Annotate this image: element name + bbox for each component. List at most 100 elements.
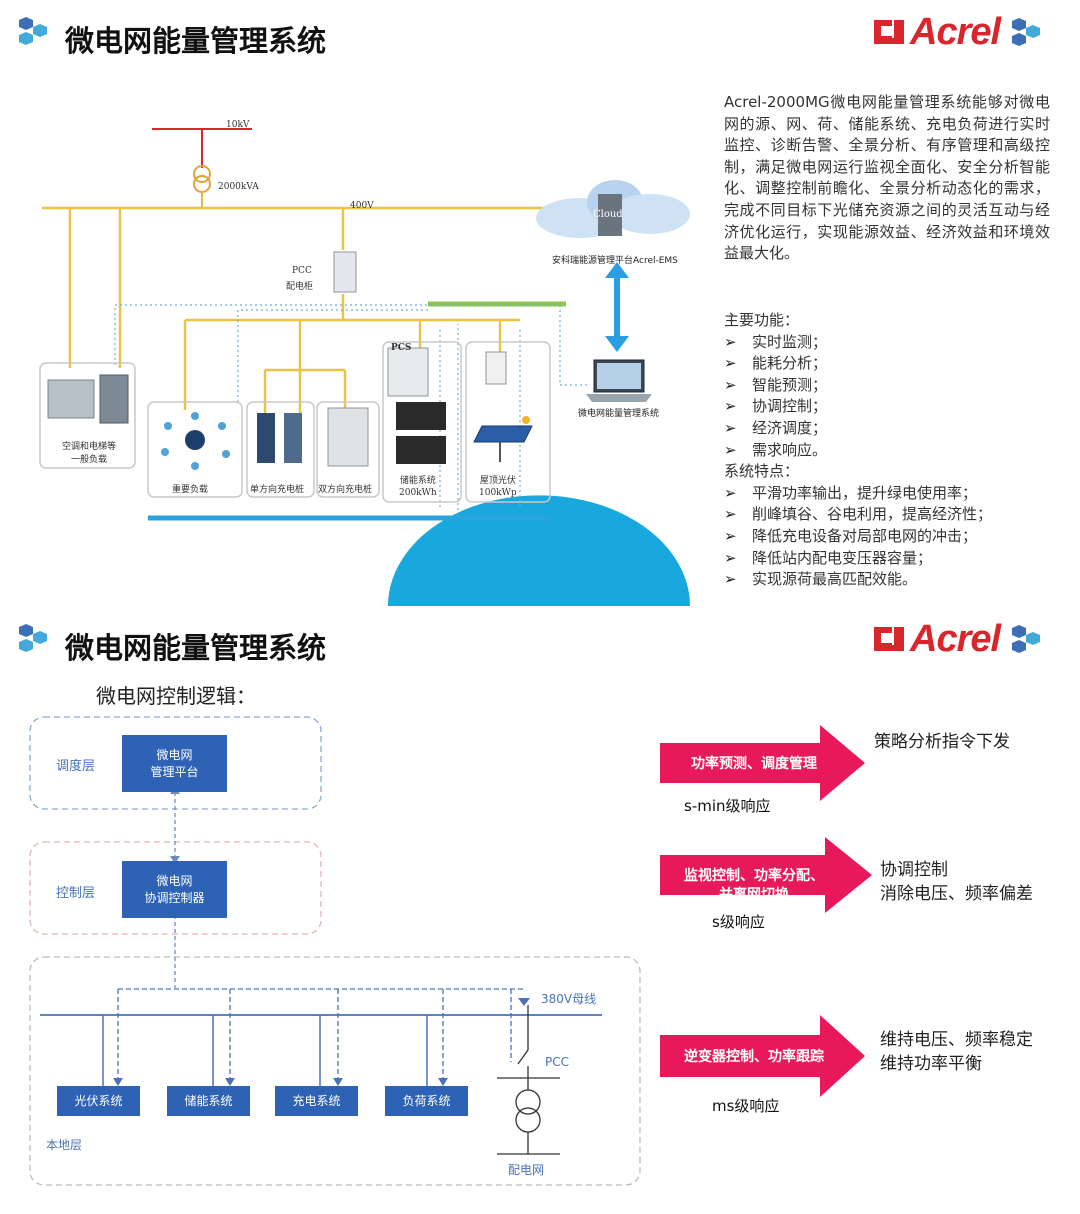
function-text: 智能预测；: [752, 375, 828, 394]
label-ems: 微电网能量管理系统: [578, 409, 660, 419]
function-text: 实时监测；: [752, 332, 828, 351]
response-s: s级响应: [712, 913, 765, 931]
load-label-line1: 屋顶光伏: [479, 476, 516, 486]
label-pcc-cabinet: 配电柜: [286, 282, 314, 292]
feature-text: 削峰填谷、谷电利用，提高经济性；: [752, 505, 993, 524]
load-label-storage: 储能系统 200kWh: [399, 475, 437, 499]
cloud-icon: [536, 180, 690, 238]
desc-line: 维持功率平衡: [880, 1054, 982, 1074]
function-item: ➢ 智能预测；: [724, 375, 1064, 397]
function-item: ➢需求响应。: [724, 440, 1064, 462]
network-cluster-icon: [161, 412, 230, 470]
feature-text: 降低站内配电变压器容量；: [752, 548, 933, 567]
charger-icon-2: [284, 413, 302, 463]
system-description: Acrel-2000MG微电网能量管理系统能够对微电网的源、网、荷、储能系统、充…: [724, 93, 1050, 263]
load-box-pv: [465, 341, 551, 503]
acrel-logo: Acrel: [872, 617, 1044, 661]
inverter-icon: [485, 351, 507, 385]
load-box-important: [147, 401, 243, 498]
feature-item: ➢平滑功率输出，提升绿电使用率；: [724, 483, 1064, 505]
control-layer-label: 控制层: [56, 886, 96, 901]
bullet-arrow-icon: ➢: [724, 397, 737, 416]
functions-heading: 主要功能：: [724, 311, 800, 329]
load-label-general: 空调和电梯等 一般负载: [54, 441, 124, 467]
page-title: 微电网能量管理系统: [65, 24, 327, 58]
bullet-arrow-icon: ➢: [724, 375, 737, 394]
desc-line: 维持电压、频率稳定: [880, 1030, 1033, 1050]
acrel-logo: Acrel: [872, 10, 1044, 54]
storage-system-label: 储能系统: [184, 1094, 233, 1108]
function-item: ➢ 实时监测；: [724, 332, 1064, 354]
bullet-arrow-icon: ➢: [724, 570, 737, 589]
box-line: 微电网: [156, 747, 193, 762]
acrel-logo-text: Acrel: [910, 617, 1001, 660]
pcs-cabinet-icon: [387, 347, 429, 397]
load-box-general: [39, 362, 136, 469]
load-label-important: 重要负载: [172, 485, 209, 495]
logo-dots-icon: [1012, 625, 1041, 653]
label-cloud-platform: 安科瑞能源管理平台Acrel-EMS: [552, 256, 678, 266]
features-heading: 系统特点：: [724, 462, 800, 481]
brand-dots-icon: [19, 17, 47, 45]
brand-dots-icon: [19, 624, 47, 652]
desc-line: 消除电压、频率偏差: [880, 884, 1033, 904]
load-label-line2: 一般负载: [70, 455, 107, 465]
battery-icon-1: [396, 402, 446, 430]
load-system-box: [385, 1086, 468, 1116]
box-line: 协调控制器: [144, 890, 205, 905]
bullet-arrow-icon: ➢: [724, 332, 737, 351]
load-label-line2: 100kWp: [479, 488, 517, 498]
decorative-arc: [388, 495, 690, 606]
page-title: 微电网能量管理系统: [65, 631, 327, 665]
bullet-arrow-icon: ➢: [724, 526, 737, 545]
laptop-icon: [586, 359, 652, 402]
bullet-arrow-icon: ➢: [724, 505, 737, 524]
response-smin: s-min级响应: [684, 797, 771, 815]
label-cloud: Cloud: [593, 209, 623, 220]
grid-label: 配电网: [508, 1163, 545, 1177]
bullet-arrow-icon: ➢: [724, 418, 737, 437]
load-label-pv: 屋顶光伏 100kWp: [479, 475, 517, 499]
feature-item: ➢降低站内配电变压器容量；: [724, 548, 1064, 570]
arrow-control: [660, 837, 872, 913]
feature-text: 实现源荷最高匹配效能。: [752, 570, 918, 589]
control-logic-diagram: [29, 716, 641, 1186]
function-text: 经济调度；: [752, 418, 828, 437]
label-pcs: PCS: [391, 343, 412, 353]
feature-item: ➢ 削峰填谷、谷电利用，提高经济性；: [724, 504, 1064, 526]
pcc-cabinet-icon: [333, 251, 357, 293]
load-box-dual-charger: [316, 401, 380, 498]
elevator-icon: [99, 374, 129, 424]
label-400v: 400V: [350, 201, 374, 211]
feature-text: 降低充电设备对局部电网的冲击；: [752, 526, 978, 545]
dispatch-layer-label: 调度层: [56, 759, 96, 774]
desc-local: 维持电压、频率稳定 维持功率平衡: [880, 1028, 1033, 1076]
storage-system-box: [167, 1086, 250, 1116]
solar-panel-icon: [473, 416, 533, 462]
arrow-label-line: 并离网切换: [719, 887, 789, 903]
box-line: 管理平台: [150, 764, 199, 779]
load-label-dual-charger: 双方向充电桩: [318, 485, 373, 495]
ac-unit-icon: [47, 379, 95, 419]
load-box-storage: [382, 341, 462, 503]
function-list: 主要功能： ➢实时监测； ➢能耗分析； ➢智能预测； ➢协调控制； ➢经济调度；…: [724, 310, 1064, 591]
acrel-logo-mark-icon: [874, 627, 904, 651]
function-text: 需求响应。: [752, 440, 828, 459]
feature-item: ➢ 实现源荷最高匹配效能。: [724, 569, 1064, 591]
desc-dispatch: 策略分析指令下发: [874, 732, 1010, 752]
coordinated-controller-box: 微电网 协调控制器: [122, 861, 227, 918]
label-10kv: 10kV: [226, 120, 250, 130]
pv-system-label: 光伏系统: [74, 1094, 123, 1108]
charging-system-label: 充电系统: [292, 1094, 341, 1108]
bullet-arrow-icon: ➢: [724, 354, 737, 373]
arrow-dispatch: [660, 725, 865, 801]
load-box-single-charger: [246, 401, 315, 498]
double-arrow-icon: [605, 262, 629, 352]
feature-item: ➢ 降低充电设备对局部电网的冲击；: [724, 526, 1064, 548]
arrow-local: [660, 1015, 865, 1097]
arrow-control-label: 监视控制、功率分配、 并离网切换: [664, 867, 844, 905]
load-label-single-charger: 单方向充电桩: [250, 485, 305, 495]
feature-text: 平滑功率输出，提升绿电使用率；: [752, 483, 978, 502]
pcc-label: PCC: [545, 1055, 569, 1069]
management-platform-box: 微电网 管理平台: [122, 735, 227, 792]
